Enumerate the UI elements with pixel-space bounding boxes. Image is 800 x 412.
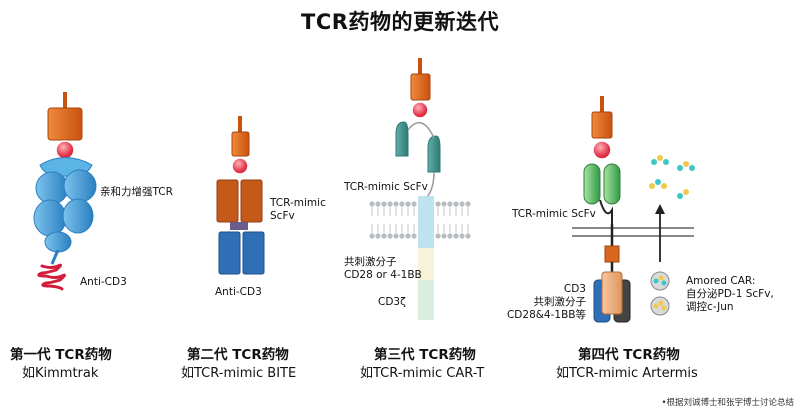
gen2-structure <box>216 116 265 275</box>
gen1-heading: 第一代 TCR药物 <box>10 347 112 363</box>
mhc-icon <box>231 116 250 157</box>
gen4-cd3-label: CD3 共刺激分子 CD28&4-1BB等 <box>506 283 586 321</box>
gen3-example: 如TCR-mimic CAR-T <box>360 366 485 381</box>
tcr-icon <box>33 157 97 265</box>
gen1-cd3-label: Anti-CD3 <box>80 276 127 288</box>
gen1-structure <box>33 92 97 291</box>
anti-cd3-icon <box>218 231 265 275</box>
cell-membrane <box>369 201 471 239</box>
peptide-icon <box>55 140 75 160</box>
costim-domain <box>418 248 434 280</box>
page-title: TCR药物的更新迭代 <box>301 10 499 34</box>
mhc-icon <box>410 58 431 101</box>
c-jun-icon <box>650 296 670 316</box>
gen3-scfv-label: TCR-mimic ScFv <box>344 181 428 193</box>
secreted-molecules <box>649 155 695 199</box>
arrow-head-icon <box>655 204 665 214</box>
gen3-cd3z-label: CD3ζ <box>378 296 406 308</box>
cell-membrane <box>572 227 694 237</box>
gen4-example: 如TCR-mimic Artermis <box>556 366 698 381</box>
gen3-costim-label: 共刺激分子 CD28 or 4-1BB <box>344 256 422 281</box>
gen1-example: 如Kimmtrak <box>22 366 99 381</box>
gen4-heading: 第四代 TCR药物 <box>578 347 680 363</box>
pd1-scfv-icon <box>650 271 670 291</box>
cd3-complex-icon <box>593 271 631 323</box>
mhc-icon <box>47 92 83 141</box>
gen4-scfv-label: TCR-mimic ScFv <box>512 208 596 220</box>
peptide-icon <box>411 101 429 119</box>
gen4-armored-label: Amored CAR: 自分泌PD-1 ScFv, 调控c-Jun <box>686 275 774 313</box>
transmembrane-domain <box>418 196 434 248</box>
gen4-structure <box>572 96 695 323</box>
gen2-example: 如TCR-mimic BITE <box>181 366 297 381</box>
gen3-structure <box>369 58 471 320</box>
scfv-icon <box>395 121 441 201</box>
scfv-icon <box>583 163 621 226</box>
credit-note: •根据刘诚博士和张宇博士讨论总结 <box>661 398 794 408</box>
gen2-heading: 第二代 TCR药物 <box>187 347 289 363</box>
scfv-icon <box>216 179 263 230</box>
cd3-zeta-domain <box>418 280 434 320</box>
anti-cd3-icon <box>37 263 67 291</box>
peptide-icon <box>231 157 249 175</box>
gen2-scfv-label: TCR-mimic ScFv <box>270 197 326 222</box>
gen2-cd3-label: Anti-CD3 <box>215 286 262 298</box>
gen1-tcr-label: 亲和力增强TCR <box>100 186 173 198</box>
mhc-icon <box>591 96 613 139</box>
costim-domain <box>604 245 620 263</box>
gen3-heading: 第三代 TCR药物 <box>374 347 476 363</box>
peptide-icon <box>592 140 612 160</box>
